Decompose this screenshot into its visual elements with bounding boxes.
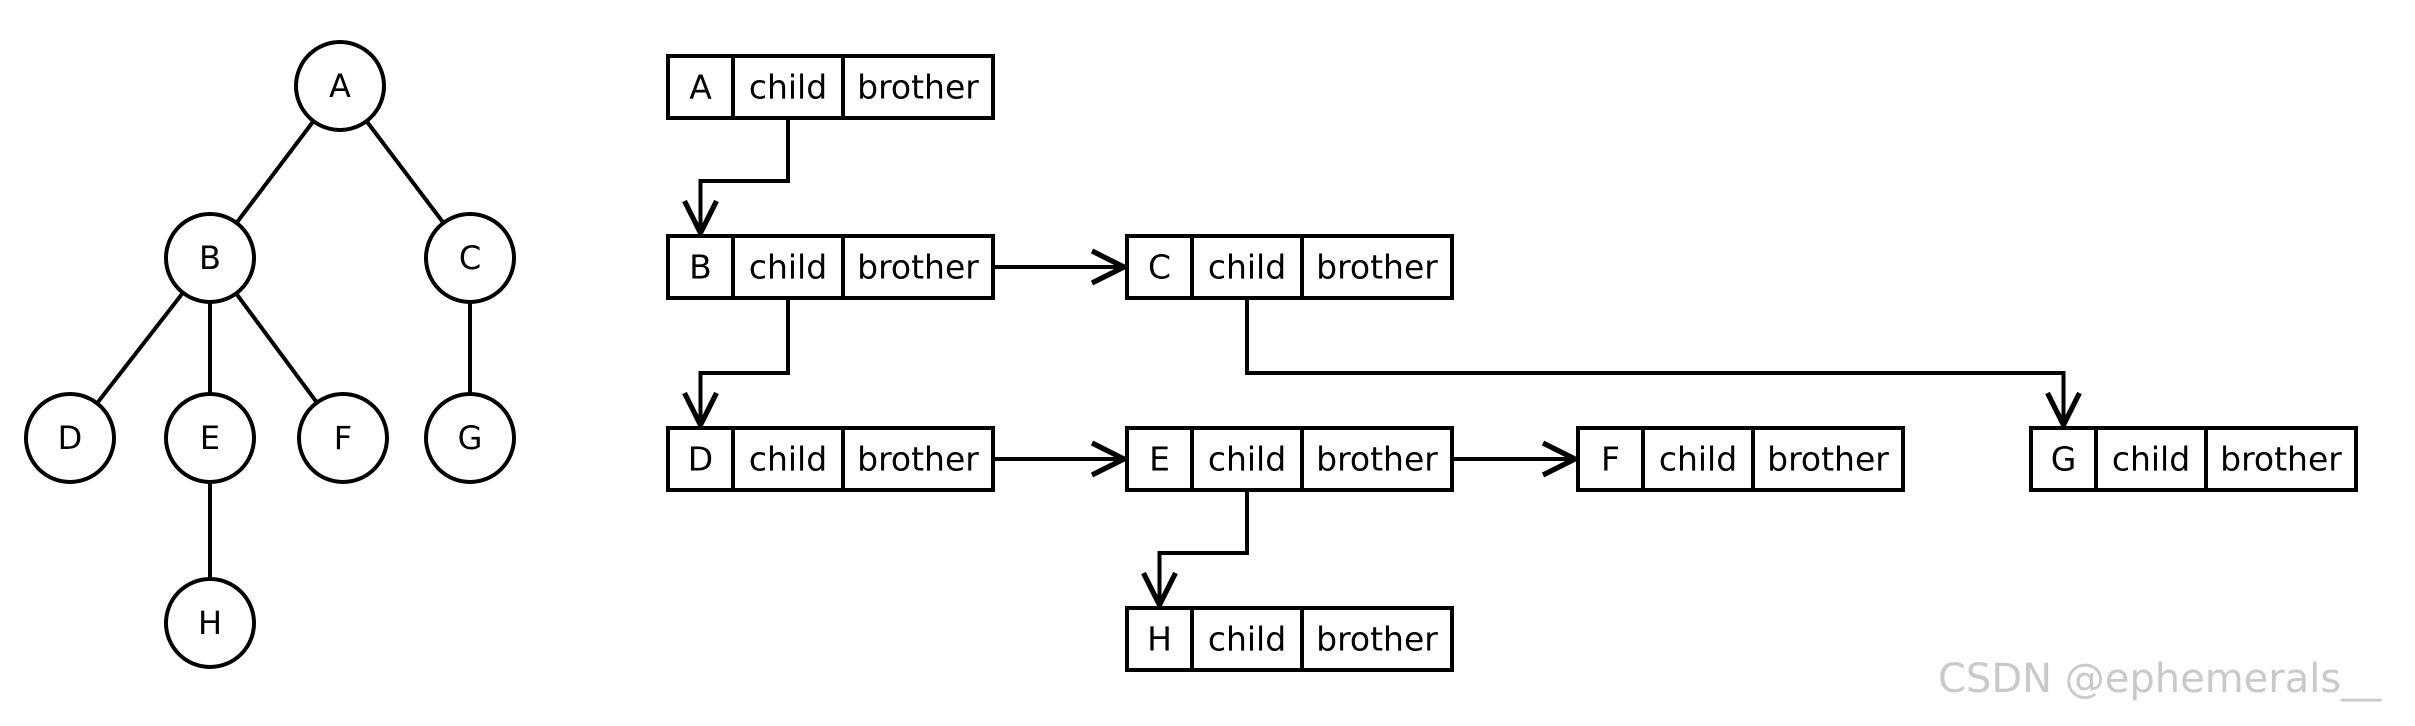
tree-node-e: E [164,392,256,484]
tree-nodes: A B C D E F G H [24,40,516,669]
record-data-cell [1576,426,1645,492]
record-data-cell-text: G [2051,440,2077,479]
tree-node-d: D [24,392,116,484]
tree-node-g: G [424,392,516,484]
record-data-cell-text: H [1147,620,1172,659]
record-child-cell-text: child [1208,440,1286,479]
record-data-cell [2029,426,2098,492]
record-data-cell-text: D [688,440,713,479]
record-brother-cell [1300,426,1454,492]
record-data-cell [1125,426,1194,492]
record-data-cell [666,234,735,300]
tree-node-label: G [458,419,483,457]
watermark: CSDN @ephemerals__ [1938,656,2382,702]
tree-edge-b-d [95,291,185,405]
record-brother-cell [841,426,995,492]
tree-node-a: A [294,40,386,132]
record-child-cell-text: child [749,440,827,479]
record-data-cell [1125,606,1194,672]
tree-node-circle [297,392,389,484]
tree-node-circle [164,212,256,304]
record-brother-cell-text: brother [857,68,979,107]
tree-edge-a-b [234,119,316,225]
tree-edges [95,119,472,579]
record-data-cell-text: C [1148,248,1171,287]
tree-node-circle [424,212,516,304]
tree-node-b: B [164,212,256,304]
record-brother-cell [841,54,995,120]
record-child-cell-text: child [2112,440,2190,479]
record-brother-cell-text: brother [857,248,979,287]
tree-node-label: F [334,419,352,457]
child-link-e-h [1160,490,1249,605]
tree-node-label: B [199,239,221,277]
tree-node-label: H [198,604,222,642]
record-brother-cell-text: brother [857,440,979,479]
record-brother-cell-text: brother [1316,440,1438,479]
child-link-c-g [1245,298,2064,425]
record-brother-cell-text: brother [2220,440,2342,479]
record-data-cell-text: E [1149,440,1170,479]
tree-node-circle [294,40,386,132]
tree-edge-b-f [234,292,319,404]
tree-node-label: E [200,419,220,457]
list-links [701,118,2064,605]
record-child-cell-text: child [749,248,827,287]
record-brother-cell-text: brother [1316,620,1438,659]
record-child-cell [731,234,845,300]
tree-node-label: A [329,67,351,105]
tree-node-f: F [297,392,389,484]
record-brother-cell-text: brother [1767,440,1889,479]
child-link-a-b [701,118,790,233]
record-brother-cell [841,234,995,300]
record-child-cell-text: child [1208,248,1286,287]
tree-node-circle [424,392,516,484]
tree-edge-a-c [364,119,446,225]
tree-node-label: C [459,239,481,277]
record-child-cell-text: child [749,68,827,107]
record-brother-cell [2204,426,2358,492]
record-brother-cell [1300,234,1454,300]
record-child-cell-text: child [1208,620,1286,659]
record-child-cell [1190,606,1304,672]
record-data-cell-text: A [689,68,712,107]
tree-node-circle [164,392,256,484]
tree-node-c: C [424,212,516,304]
tree-node-label: D [58,419,83,457]
tree-node-circle [24,392,116,484]
tree-node-circle [164,577,256,669]
record-brother-cell [1751,426,1905,492]
record-brother-cell-text: brother [1316,248,1438,287]
record-child-cell-text: child [1659,440,1737,479]
record-brother-cell [1300,606,1454,672]
record-data-cell-text: F [1601,440,1620,479]
child-link-b-d [701,298,790,425]
record-data-cell-text: B [689,248,712,287]
tree-node-h: H [164,577,256,669]
